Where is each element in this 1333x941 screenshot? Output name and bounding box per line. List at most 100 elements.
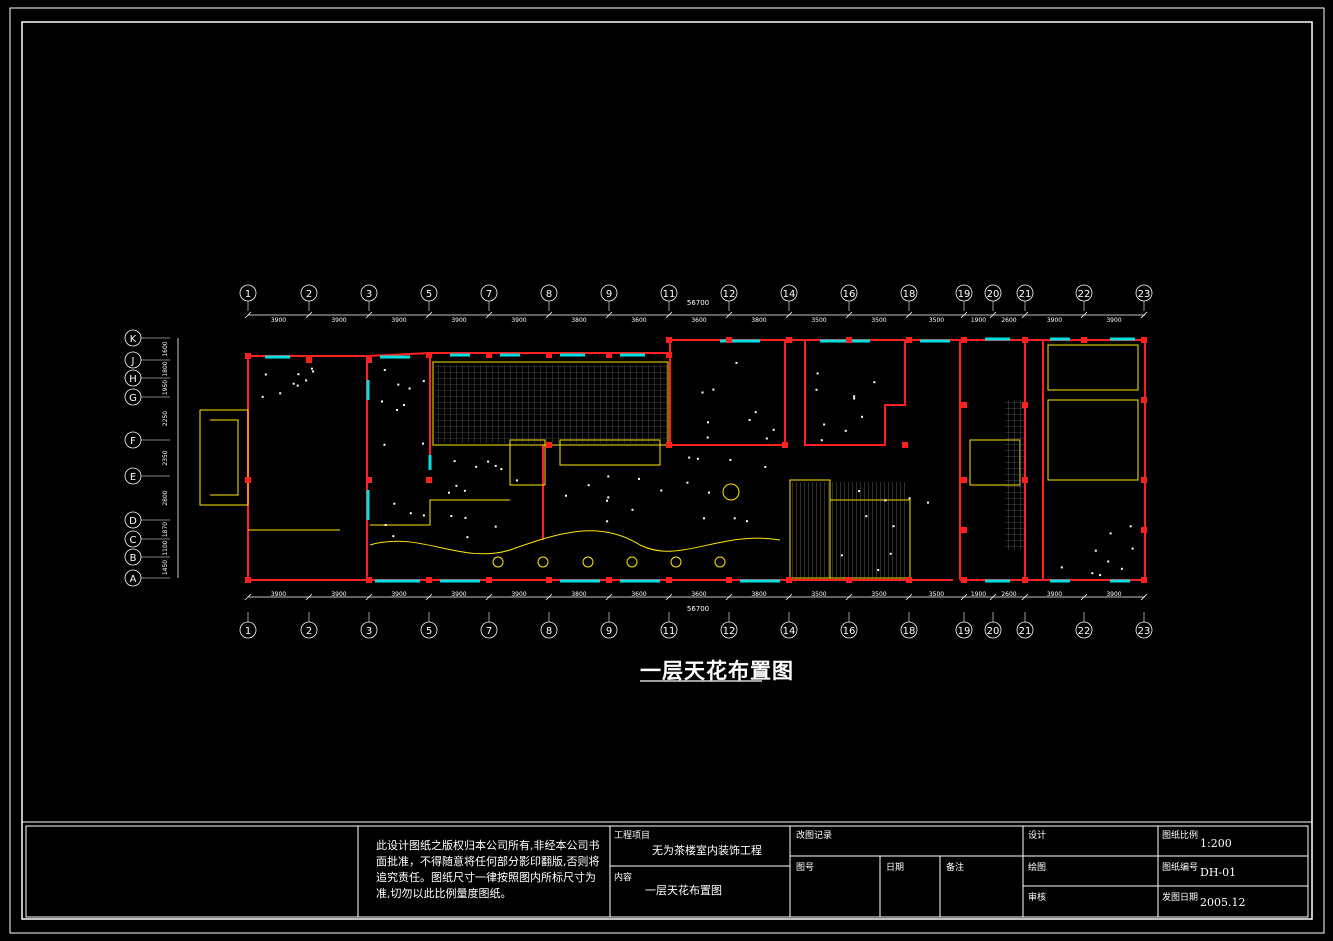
column-marker <box>846 337 852 343</box>
light-dot <box>927 501 929 504</box>
column-marker <box>366 477 372 483</box>
top-axis-label: 12 <box>723 289 736 300</box>
dimension-label: 1900 <box>971 591 986 598</box>
dimension-label: 3500 <box>811 317 826 324</box>
dimension-label: 3900 <box>451 317 466 324</box>
column-marker <box>546 352 552 358</box>
column-marker <box>426 352 432 358</box>
bottom-axis-label: 5 <box>426 626 432 637</box>
dimension-label: 3800 <box>571 591 586 598</box>
left-axis-label: C <box>130 535 137 546</box>
dimension-tick <box>1021 593 1029 601</box>
light-dot <box>397 383 400 386</box>
column-marker <box>1141 577 1147 583</box>
column-marker <box>846 577 852 583</box>
dimension-label: 3500 <box>929 317 944 324</box>
bottom-axis-bubble <box>1016 621 1034 639</box>
sheet-value: DH-01 <box>1200 866 1237 879</box>
dimension-label: 3500 <box>871 317 886 324</box>
column-marker <box>726 337 732 343</box>
left-axis-label: A <box>130 574 137 585</box>
top-axis-bubble <box>780 284 798 302</box>
dimension-tick <box>905 593 913 601</box>
dimension-tick <box>785 593 793 601</box>
column-marker <box>245 577 251 583</box>
light-dot <box>292 382 295 385</box>
dimension-tick <box>425 311 433 319</box>
top-axis-bubble <box>300 284 318 302</box>
bottom-axis-bubble <box>420 621 438 639</box>
design-label: 设计 <box>1028 831 1047 841</box>
light-dot <box>815 388 818 391</box>
dimension-tick <box>845 311 853 319</box>
top-axis-bubble <box>480 284 498 302</box>
bottom-axis-label: 9 <box>606 626 612 637</box>
top-dimension-ticks <box>244 311 1148 601</box>
dimension-label: 3900 <box>271 317 286 324</box>
left-axis-label: H <box>129 374 137 385</box>
total-dimension-top: 56700 <box>687 299 709 307</box>
bottom-axis-label: 22 <box>1078 626 1091 637</box>
dimension-label: 3900 <box>451 591 466 598</box>
bottom-axis-bubble <box>300 621 318 639</box>
stair-area <box>1005 400 1025 550</box>
light-dot <box>764 465 767 468</box>
light-dot <box>908 497 911 500</box>
left-axis-bubble <box>124 431 142 449</box>
column-marker <box>902 442 908 448</box>
bottom-axis-bubble <box>660 621 678 639</box>
top-axis-bubble <box>1016 284 1034 302</box>
top-axis-label: 3 <box>366 289 372 300</box>
sheet-label: 图纸编号 <box>1162 863 1199 873</box>
dimension-label: 3500 <box>811 591 826 598</box>
column-marker <box>1141 337 1147 343</box>
light-dot <box>712 388 715 391</box>
top-axis-bubble <box>1075 284 1093 302</box>
bottom-axis-label: 14 <box>783 626 796 637</box>
light-dot <box>403 404 405 406</box>
left-axis-label: K <box>130 334 137 345</box>
left-axis-label: E <box>130 472 136 483</box>
column-marker <box>546 577 552 583</box>
top-axis-bubble <box>660 284 678 302</box>
dimension-tick <box>725 593 733 601</box>
draw-label: 绘图 <box>1028 863 1047 873</box>
dimension-label: 1800 <box>162 361 169 376</box>
bottom-axis-label: 16 <box>843 626 856 637</box>
column-marker <box>666 337 672 343</box>
light-dot <box>312 370 315 373</box>
dimension-label: 3800 <box>751 317 766 324</box>
column-marker <box>1022 577 1028 583</box>
column-marker <box>1022 337 1028 343</box>
column-marker <box>245 477 251 483</box>
bottom-axis-bubble <box>480 621 498 639</box>
bottom-axis-label: 19 <box>958 626 971 637</box>
bottom-axis-bubble <box>900 621 918 639</box>
top-axis-label: 9 <box>606 289 612 300</box>
light-dot <box>1107 560 1110 563</box>
dimension-label: 3600 <box>631 317 646 324</box>
dimension-label: 3800 <box>751 591 766 598</box>
light-dot <box>261 395 264 398</box>
light-dot <box>393 502 396 505</box>
drawing-title: 一层天花布置图 <box>640 658 794 683</box>
column-marker <box>666 442 672 448</box>
dimension-tick <box>1140 593 1148 601</box>
dimension-label: 3600 <box>691 591 706 598</box>
top-axis-bubble <box>1135 284 1153 302</box>
dimension-label: 3500 <box>929 591 944 598</box>
light-dot <box>706 436 709 439</box>
top-axis-label: 20 <box>987 289 1000 300</box>
light-dot <box>853 395 856 398</box>
bottom-axis-bubble <box>780 621 798 639</box>
dimension-label: 1870 <box>162 522 169 537</box>
dimension-tick <box>545 593 553 601</box>
bottom-axis-bubble <box>984 621 1002 639</box>
light-dot <box>607 475 610 478</box>
light-dot <box>1131 547 1134 550</box>
dimension-label: 1950 <box>162 380 169 395</box>
light-dot <box>565 494 567 497</box>
